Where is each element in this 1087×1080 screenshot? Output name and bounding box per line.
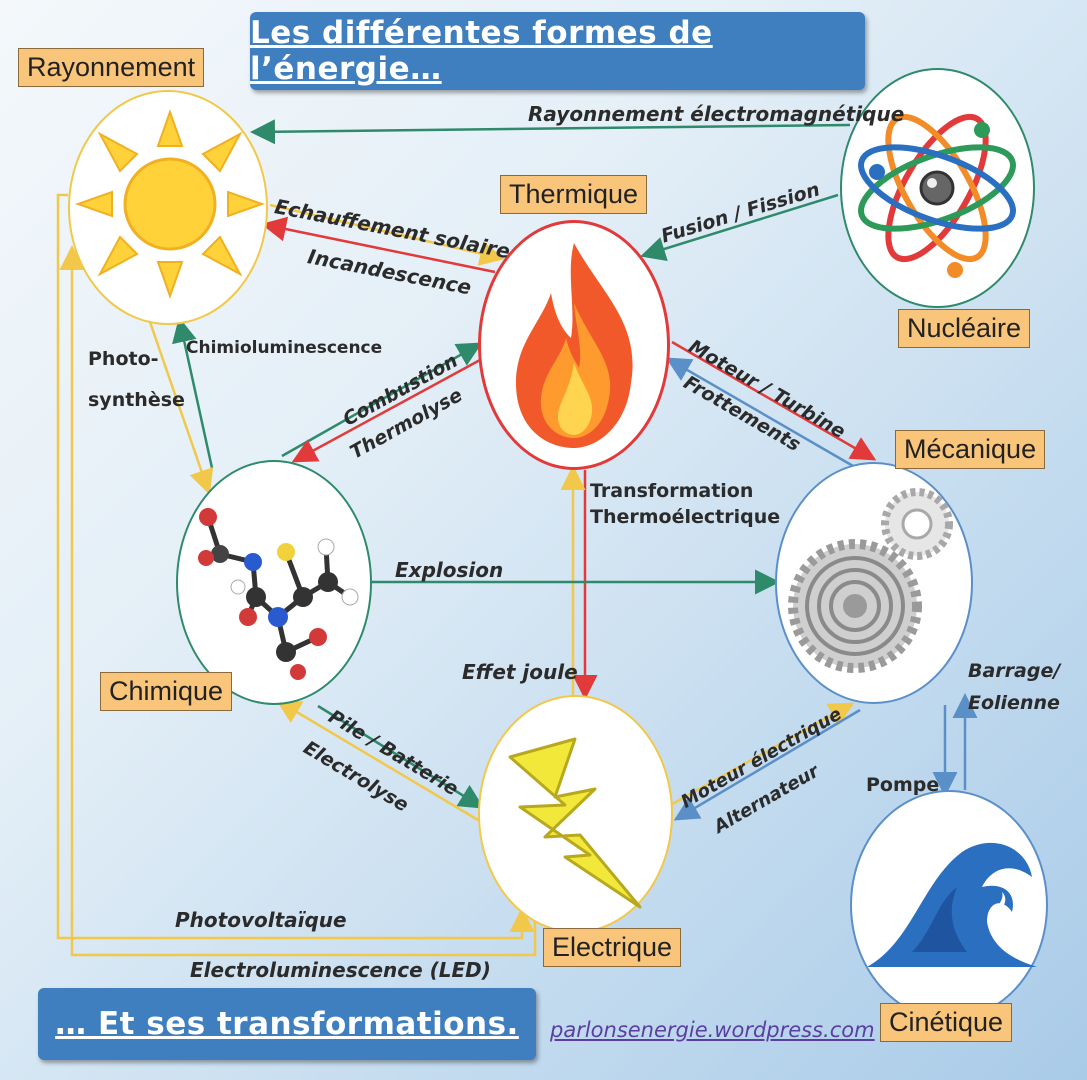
title-text: Les différentes formes de l’énergie… — [250, 15, 713, 87]
arrow-frottements — [665, 357, 861, 472]
rayonnement-label: Rayonnement — [18, 48, 205, 88]
website-link[interactable]: parlonsenergie.wordpress.com — [550, 1018, 875, 1042]
arrow-rayonnement-electromagnetique — [250, 119, 851, 145]
arrow-chimioluminescence — [172, 317, 214, 469]
label-rayonnement-electromagnetique: Rayonnement électromagnétique — [528, 102, 905, 126]
label-explosion: Explosion — [395, 558, 504, 582]
label-effet-joule: Effet joule — [462, 660, 578, 684]
mecanique-circle — [775, 462, 973, 704]
label-eolienne: Eolienne — [968, 692, 1060, 714]
chimique-label: Chimique — [100, 672, 233, 712]
arrow-electrolyse — [275, 699, 479, 822]
thermique-label: Thermique — [500, 175, 648, 215]
arrow-moteur-turbine — [671, 340, 877, 461]
flame-icon — [516, 243, 633, 448]
label-chimioluminescence: Chimioluminescence — [186, 338, 383, 358]
label-synthese: synthèse — [88, 389, 185, 411]
label-pompe: Pompe — [866, 774, 940, 796]
sun-icon — [74, 108, 266, 300]
label-photo: Photo- — [88, 348, 159, 370]
label-barrage: Barrage/ — [968, 660, 1061, 682]
electrique-label: Electrique — [543, 928, 682, 968]
arrow-moteur-electrique — [664, 702, 855, 810]
arrow-photovoltaique — [56, 193, 535, 940]
wave-icon — [867, 842, 1037, 967]
label-photovoltaique: Photovoltaïque — [175, 908, 347, 932]
title-banner: Les différentes formes de l’énergie… — [250, 12, 865, 90]
arrow-pile-batterie — [317, 704, 485, 809]
subtitle-banner: … Et ses transformations. — [38, 988, 536, 1060]
electrique-circle — [478, 695, 673, 933]
arrow-alternateur — [673, 708, 861, 821]
label-electroluminescence: Electroluminescence (LED) — [190, 958, 491, 982]
arrow-combustion — [281, 342, 483, 458]
chimique-circle — [176, 460, 372, 705]
nucleaire-label: Nucléaire — [898, 309, 1031, 349]
label-transformation: Transformation — [590, 480, 754, 502]
mecanique-label: Mécanique — [895, 430, 1046, 470]
gears-icon — [788, 488, 953, 673]
arrow-thermolyse — [291, 358, 481, 463]
lightning-icon — [508, 737, 642, 909]
arrow-incandescence — [261, 216, 496, 274]
atom-icon — [858, 113, 1016, 278]
label-thermoelectrique: Thermoélectrique — [590, 506, 781, 528]
molecule-icon — [198, 508, 359, 680]
nucleaire-circle — [840, 68, 1035, 308]
arrow-echauffement-solaire — [269, 203, 505, 266]
arrow-electroluminescence — [59, 245, 537, 957]
arrow-fusion-fission — [640, 193, 839, 261]
thermique-circle — [478, 220, 670, 470]
rayonnement-circle — [68, 90, 268, 325]
arrow-photosynthese — [148, 321, 214, 495]
cinetique-label: Cinétique — [880, 1003, 1013, 1043]
cinetique-circle — [850, 790, 1048, 1020]
subtitle-text: … Et ses transformations. — [55, 1006, 519, 1042]
